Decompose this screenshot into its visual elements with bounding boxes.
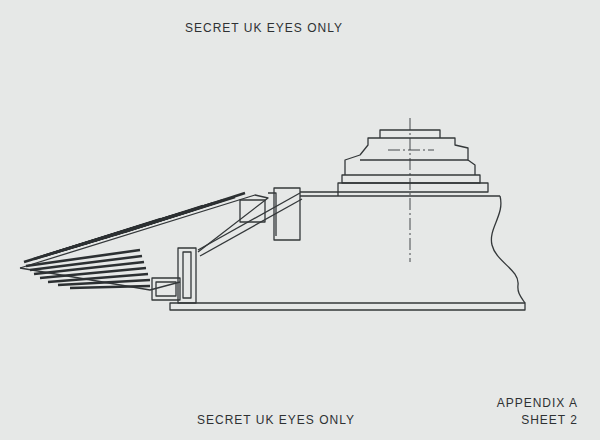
sheet-reference: APPENDIX A [497, 396, 578, 410]
break-line [491, 196, 525, 303]
turret-line [360, 159, 468, 160]
security-marking: SECRET UK EYES ONLY [197, 413, 355, 427]
nose-plate-inner [183, 252, 191, 298]
armour-frame-upper [20, 195, 268, 268]
front-block [274, 188, 300, 240]
nose-plate [178, 248, 196, 303]
hull-roof-edge [300, 192, 338, 196]
sheet-reference: SHEET 2 [521, 413, 578, 427]
armour-bracket [240, 200, 265, 222]
turret-base [342, 175, 480, 183]
security-marking: SECRET UK EYES ONLY [185, 21, 343, 35]
turret-ring [338, 183, 488, 192]
armour-frame-lower [20, 268, 180, 290]
lower-slats [26, 250, 150, 288]
centre-lines [388, 118, 434, 262]
front-block-bracket [268, 193, 276, 236]
hull-roof [300, 195, 500, 196]
hull-floor [170, 303, 525, 310]
glacis-outer [198, 193, 300, 250]
